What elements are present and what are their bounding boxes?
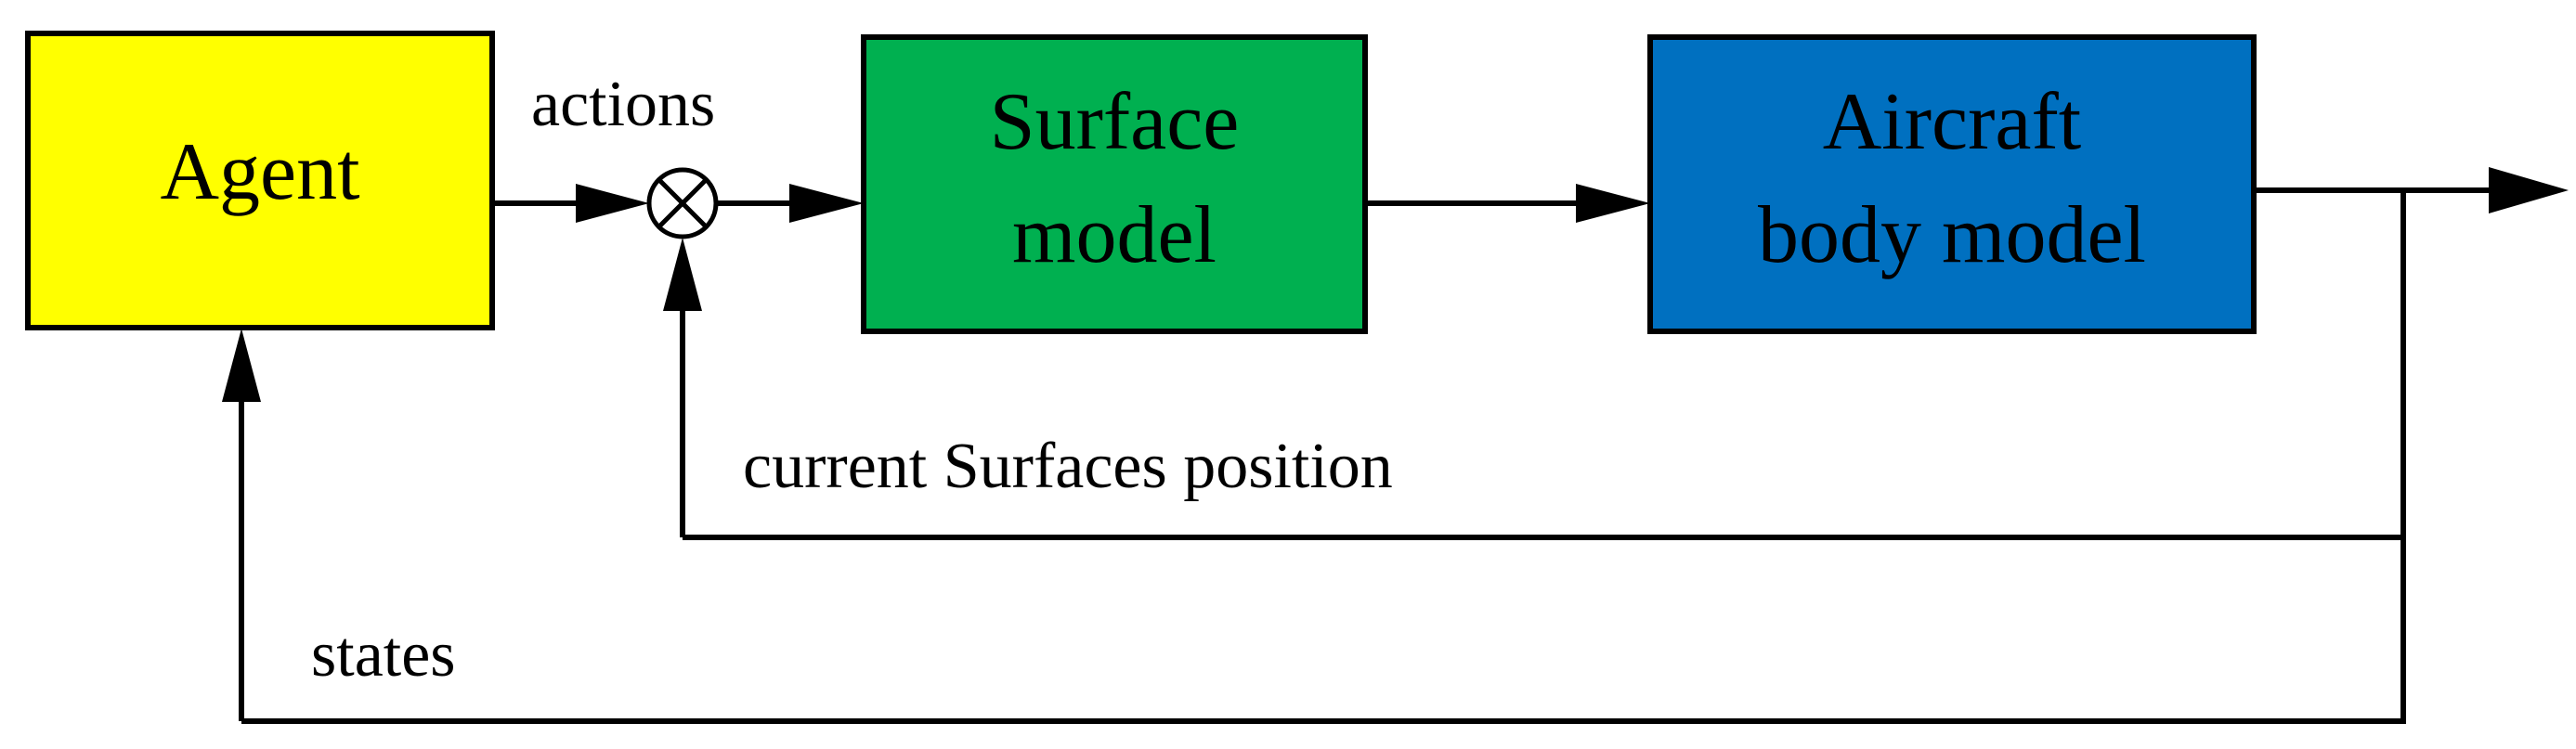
states-feedback: states <box>222 329 2403 724</box>
actions-label: actions <box>531 69 715 140</box>
surface-to-aircraft-connector <box>1365 184 1650 223</box>
aircraft-body-model-label-line2: body model <box>1758 190 2146 280</box>
surface-model-block: Surface model <box>861 34 1368 334</box>
agent-label: Agent <box>160 127 359 217</box>
surface-to-aircraft-arrowhead <box>1576 184 1650 223</box>
output-arrowhead <box>2489 167 2569 213</box>
actions-connector: actions <box>492 69 715 223</box>
aircraft-body-model-box <box>1647 34 2257 334</box>
agent-block: Agent <box>25 31 495 330</box>
surface-model-box <box>861 34 1368 334</box>
surfaces-position-arrowhead <box>663 238 702 311</box>
aircraft-body-model-label-line1: Aircraft <box>1823 77 2081 167</box>
output-connector <box>2254 167 2569 213</box>
surfaces-position-feedback: current Surfaces position <box>663 238 2403 540</box>
actions-arrowhead <box>576 184 649 223</box>
current-surfaces-position-label: current Surfaces position <box>743 431 1393 502</box>
states-arrowhead <box>222 329 261 402</box>
agent-block-box <box>25 31 495 330</box>
surface-model-label-line1: Surface <box>990 77 1240 167</box>
junction-to-surface-arrowhead <box>789 184 864 223</box>
junction-to-surface-connector <box>716 184 864 223</box>
summing-junction-cross-b <box>657 177 709 229</box>
summing-junction <box>646 167 719 239</box>
states-label: states <box>311 619 456 691</box>
aircraft-body-model-block: Aircraft body model <box>1647 34 2257 334</box>
surface-model-label-line2: model <box>1012 190 1216 280</box>
